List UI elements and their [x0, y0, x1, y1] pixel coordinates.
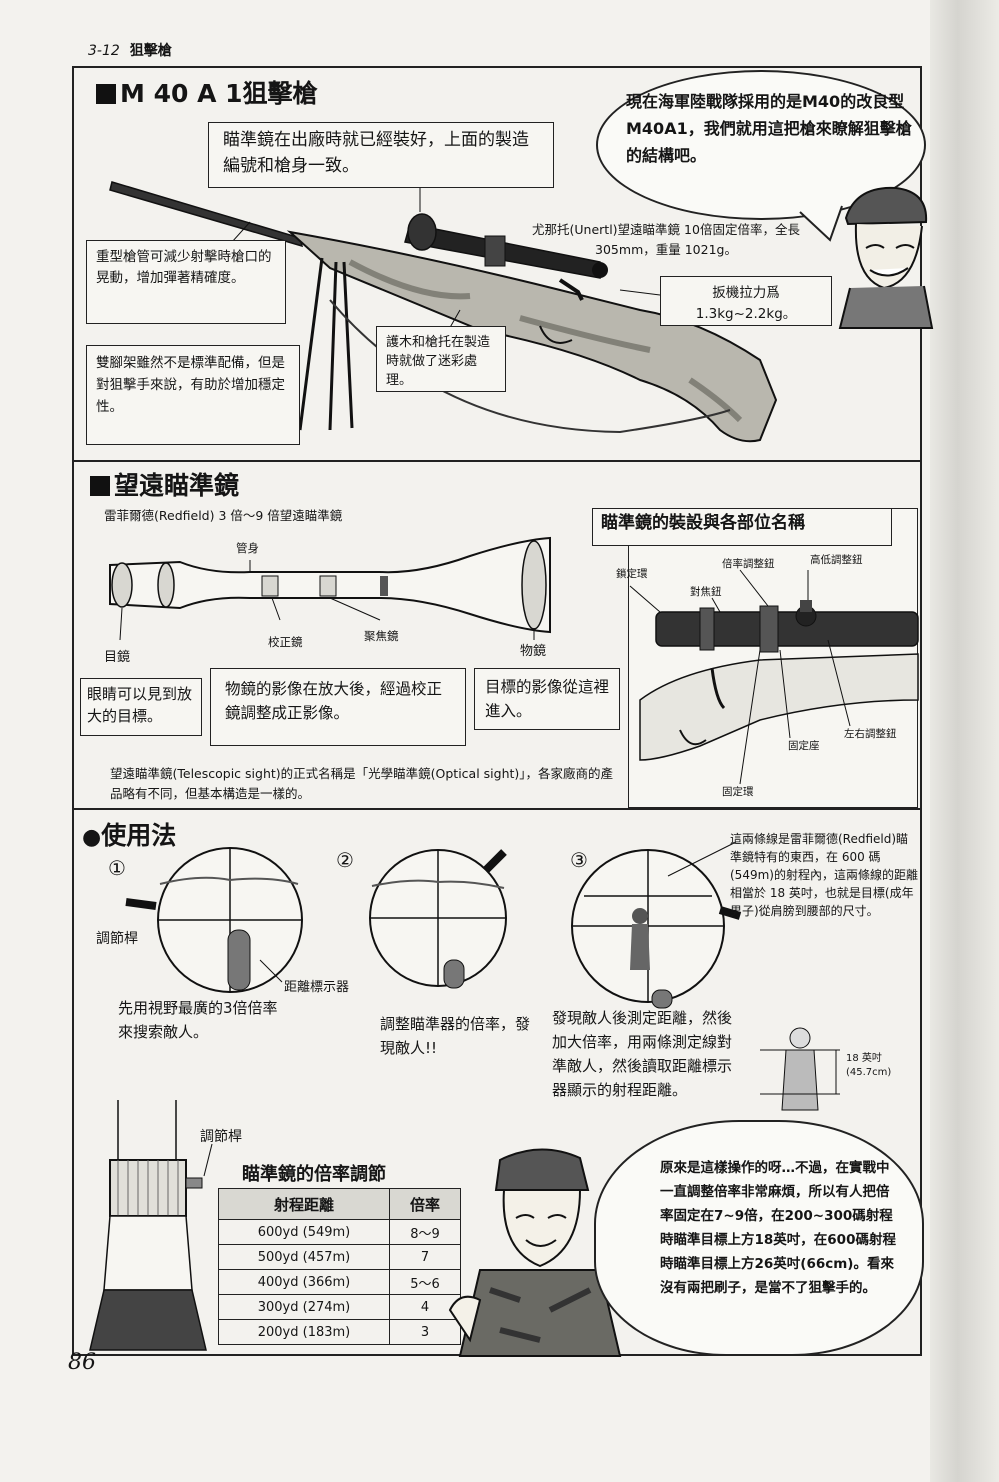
rifle-section-title: M 40 A 1狙擊槍 — [96, 74, 318, 110]
square-bullet-icon — [90, 476, 110, 496]
header-title: 狙擊槍 — [129, 43, 172, 59]
erector-note-box: 物鏡的影像在放大後，經過校正鏡調整成正影像。 — [210, 668, 466, 746]
scope-subtitle: 雷菲爾德(Redfield) 3 倍～9 倍望遠瞄準鏡 — [104, 508, 343, 523]
step-2-text: 調整瞄準器的倍率，發現敵人!! — [380, 1015, 531, 1057]
header-magnification: 倍率 — [389, 1188, 461, 1220]
label-objective: 物鏡 — [520, 644, 547, 659]
step-3-note: 這兩條線是雷菲爾德(Redfield)瞄準鏡特有的東西，在 600 碼(549m… — [730, 832, 918, 918]
objective-note-box: 目標的影像從這裡進入。 — [474, 668, 620, 730]
step-2-number: ② — [336, 848, 354, 872]
table-cell: 3 — [389, 1319, 461, 1345]
label-elevation-knob: 高低調整鈕 — [810, 554, 863, 566]
square-bullet-icon — [96, 84, 116, 104]
barrel-note-box: 重型槍管可減少射擊時槍口的晃動，增加彈著精確度。 — [86, 240, 286, 324]
label-focus-knob: 對焦鈕 — [690, 586, 722, 598]
soldier-portrait-icon — [838, 186, 934, 329]
intro-bubble-text: 現在海軍陸戰隊採用的是M40的改良型 M40A1，我們就用這把槍來瞭解狙擊槍的結… — [626, 92, 912, 165]
magnification-table-title: 瞄準鏡的倍率調節 — [242, 1164, 386, 1185]
final-bubble-text: 原來是這樣操作的呀…不過，在實戰中一直調整倍率非常麻煩，所以有人把倍率固定在7~… — [660, 1160, 896, 1296]
eye-note-box: 眼睛可以見到放大的目標。 — [80, 678, 202, 736]
table-row: 600yd (549m)8～9 — [218, 1219, 461, 1245]
camo-note-box: 護木和槍托在製造時就做了迷彩處理。 — [376, 326, 506, 392]
height-label: 18 英吋 (45.7cm) — [846, 1053, 892, 1078]
trigger-note-box: 扳機拉力爲1.3kg~2.2kg。 — [660, 276, 832, 326]
adjustment-knob-drawing — [89, 1100, 213, 1351]
label-windage-knob: 左右調整鈕 — [844, 728, 897, 740]
mount-title-box: 瞄準鏡的裝設與各部位名稱 — [592, 508, 892, 546]
table-cell: 5～6 — [389, 1269, 461, 1295]
factory-note-box: 瞄準鏡在出廠時就已經裝好，上面的製造編號和槍身一致。 — [208, 122, 554, 188]
final-speech-bubble — [594, 1120, 924, 1356]
label-eyepiece: 目鏡 — [104, 650, 131, 665]
step-1-number: ① — [108, 856, 126, 880]
soldier-character-icon — [448, 1148, 622, 1357]
table-header-row: 射程距離 倍率 — [218, 1188, 461, 1220]
divider-1 — [72, 460, 922, 462]
circle-bullet-icon: ● — [82, 825, 102, 850]
label-power-ring: 倍率調整鈕 — [722, 558, 775, 570]
table-cell: 400yd (366m) — [218, 1269, 390, 1295]
label-base: 固定座 — [788, 740, 820, 752]
scope-views — [125, 841, 840, 1111]
magnification-table: 射程距離 倍率 600yd (549m)8～9 500yd (457m)7 40… — [218, 1188, 461, 1345]
usage-section-title: ●使用法 — [82, 821, 177, 850]
step-3-text: 發現敵人後測定距離，然後加大倍率，用兩條測定線對準敵人，然後讀取距離標示器顯示的… — [552, 1009, 733, 1099]
table-row: 200yd (183m)3 — [218, 1319, 461, 1345]
page-edge — [930, 0, 999, 1482]
scope-note: 望遠瞄準鏡(Telescopic sight)的正式名稱是「光學瞄準鏡(Opti… — [110, 766, 614, 801]
label-lock-ring: 鎖定環 — [616, 568, 648, 580]
scope-section-title: 望遠瞄準鏡 — [90, 466, 239, 502]
label-tube: 管身 — [236, 541, 259, 555]
table-row: 400yd (366m)5～6 — [218, 1269, 461, 1295]
divider-2 — [72, 808, 922, 810]
table-cell: 7 — [389, 1244, 461, 1270]
label-erector: 校正鏡 — [268, 635, 303, 649]
page-header: 3-12 狙擊槍 — [88, 40, 172, 60]
table-cell: 500yd (457m) — [218, 1244, 390, 1270]
header-range: 射程距離 — [218, 1188, 390, 1220]
range-indicator-label: 距離標示器 — [284, 980, 350, 995]
knob-label: 調節桿 — [96, 931, 138, 947]
label-ring: 固定環 — [722, 786, 754, 798]
knob-label-2: 調節桿 — [200, 1129, 242, 1145]
page-number: 86 — [68, 1350, 96, 1375]
scope-spec-label: 尤那托(Unertl)望遠瞄準鏡 10倍固定倍率，全長 305mm，重量 102… — [532, 222, 800, 257]
step-1-text: 先用視野最廣的3倍倍率來搜索敵人。 — [118, 999, 278, 1041]
table-cell: 300yd (274m) — [218, 1294, 390, 1320]
scope-cross-section — [109, 536, 551, 641]
label-focus: 聚焦鏡 — [364, 629, 399, 643]
bipod-note-box: 雙腳架雖然不是標準配備，但是對狙擊手來說，有助於增加穩定性。 — [86, 345, 300, 445]
table-row: 300yd (274m)4 — [218, 1294, 461, 1320]
table-row: 500yd (457m)7 — [218, 1244, 461, 1270]
bubble-tail — [799, 205, 843, 242]
rifle-drawing — [109, 181, 778, 443]
mount-drawing — [629, 569, 919, 785]
step-3-number: ③ — [570, 848, 588, 872]
section-number: 3-12 — [88, 43, 120, 59]
table-cell: 200yd (183m) — [218, 1319, 390, 1345]
table-cell: 600yd (549m) — [218, 1219, 390, 1245]
